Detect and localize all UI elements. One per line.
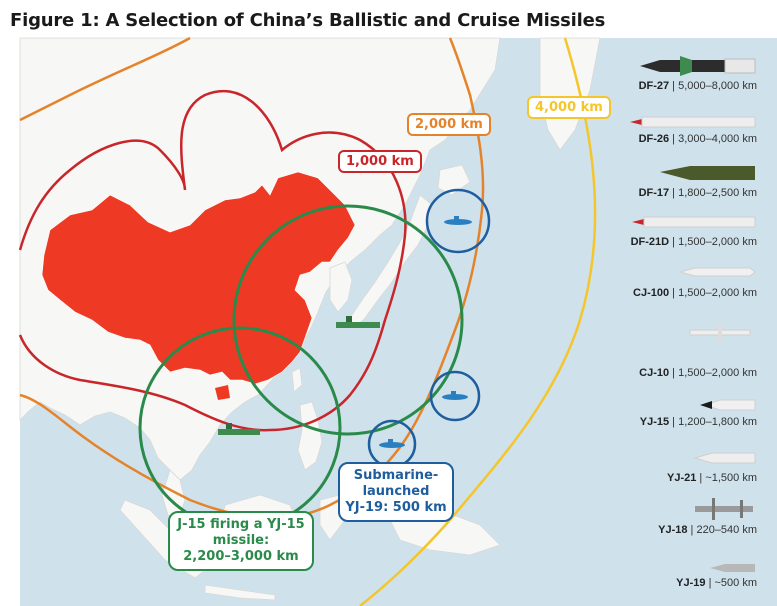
sub-ring-1 bbox=[425, 188, 491, 254]
missile-name: CJ-100 bbox=[633, 287, 670, 299]
missile-separator: | bbox=[696, 472, 706, 484]
missile-name: YJ-19 bbox=[676, 577, 706, 589]
submarine-icon bbox=[442, 391, 468, 400]
missile-name: DF-26 bbox=[638, 133, 670, 145]
yj18-missile-icon bbox=[695, 498, 753, 520]
sub-ring-2 bbox=[429, 370, 481, 422]
missile-separator: | bbox=[669, 367, 679, 379]
yj15-missile-icon bbox=[700, 399, 756, 411]
aircraft-carrier-icon bbox=[336, 316, 380, 328]
figure-title: Figure 1: A Selection of China’s Ballist… bbox=[10, 10, 606, 31]
missile-label: DF-21D | 1,500–2,000 km bbox=[631, 236, 757, 248]
missile-label: CJ-100 | 1,500–2,000 km bbox=[633, 287, 757, 299]
missile-label: DF-17 | 1,800–2,500 km bbox=[639, 187, 757, 199]
missile-range: 3,000–4,000 km bbox=[678, 133, 757, 145]
range-ring-4000 bbox=[359, 37, 597, 606]
j15-callout: J-15 firing a YJ-15 missile: 2,200–3,000… bbox=[168, 511, 314, 571]
submarine-callout-line-2: launched bbox=[362, 484, 430, 499]
range-label-1000: 1,000 km bbox=[338, 150, 422, 173]
submarine-icon bbox=[444, 216, 472, 225]
df26-missile-icon bbox=[630, 116, 756, 128]
missile-name: DF-27 bbox=[638, 80, 670, 92]
missile-separator: | bbox=[669, 287, 679, 299]
missile-name: YJ-15 bbox=[639, 416, 670, 428]
cj10-missile-icon bbox=[689, 323, 751, 342]
cj100-missile-icon bbox=[678, 267, 756, 277]
missile-separator: | bbox=[687, 524, 697, 536]
range-label-4000: 4,000 km bbox=[527, 96, 611, 119]
missile-separator: | bbox=[669, 133, 679, 145]
missile-label: YJ-18 | 220–540 km bbox=[658, 524, 757, 536]
aircraft-carrier-icon bbox=[218, 423, 260, 435]
missile-name: YJ-18 bbox=[658, 524, 688, 536]
j15-ring-north bbox=[232, 204, 464, 436]
missile-silhouettes bbox=[630, 56, 756, 572]
j15-callout-line-1: J-15 firing a YJ-15 bbox=[177, 517, 305, 532]
missile-separator: | bbox=[669, 236, 679, 248]
missile-label: DF-26 | 3,000–4,000 km bbox=[639, 133, 757, 145]
range-label-2000: 2,000 km bbox=[407, 113, 491, 136]
missile-range: ~1,500 km bbox=[705, 472, 757, 484]
hainan bbox=[215, 385, 230, 400]
missile-label: DF-27 | 5,000–8,000 km bbox=[639, 80, 757, 92]
missile-separator: | bbox=[669, 187, 679, 199]
missile-range: 1,800–2,500 km bbox=[678, 187, 757, 199]
range-ring-2000 bbox=[19, 36, 485, 519]
submarine-callout-line-1: Submarine- bbox=[353, 468, 439, 483]
missile-label: CJ-10 | 1,500–2,000 km bbox=[639, 367, 757, 379]
missile-range: 1,500–2,000 km bbox=[678, 287, 757, 299]
j15-callout-line-3: 2,200–3,000 km bbox=[183, 549, 299, 564]
taiwan bbox=[291, 367, 303, 393]
missile-name: DF-21D bbox=[630, 236, 670, 248]
df17-missile-icon bbox=[660, 166, 755, 180]
df21d-missile-icon bbox=[632, 216, 756, 228]
missile-range: 1,500–2,000 km bbox=[678, 367, 757, 379]
missile-label: YJ-21 | ~1,500 km bbox=[667, 472, 757, 484]
missile-separator: | bbox=[705, 577, 715, 589]
missile-name: CJ-10 bbox=[639, 367, 670, 379]
submarine-icon bbox=[379, 439, 405, 448]
yj19-missile-icon bbox=[710, 564, 755, 572]
java bbox=[204, 584, 276, 601]
missile-name: DF-17 bbox=[638, 187, 670, 199]
missile-label: YJ-15 | 1,200–1,800 km bbox=[640, 416, 757, 428]
submarine-callout-line-3: YJ-19: 500 km bbox=[345, 500, 447, 515]
missile-range: 1,200–1,800 km bbox=[678, 416, 757, 428]
missile-range: 220–540 km bbox=[696, 524, 757, 536]
submarine-callout: Submarine- launched YJ-19: 500 km bbox=[338, 462, 454, 522]
missile-name: YJ-21 bbox=[666, 472, 697, 484]
missile-range: 1,500–2,000 km bbox=[678, 236, 757, 248]
hokkaido bbox=[437, 164, 471, 196]
range-ring-1000 bbox=[18, 89, 407, 432]
missile-separator: | bbox=[669, 416, 679, 428]
missile-separator: | bbox=[669, 80, 679, 92]
missile-label: YJ-19 | ~500 km bbox=[676, 577, 757, 589]
df27-missile-icon bbox=[640, 56, 756, 76]
missile-range: ~500 km bbox=[714, 577, 758, 589]
j15-callout-line-2: missile: bbox=[212, 533, 270, 548]
china-mainland bbox=[41, 171, 356, 385]
yj21-missile-icon bbox=[693, 452, 756, 464]
korea bbox=[329, 261, 353, 313]
missile-range: 5,000–8,000 km bbox=[678, 80, 757, 92]
